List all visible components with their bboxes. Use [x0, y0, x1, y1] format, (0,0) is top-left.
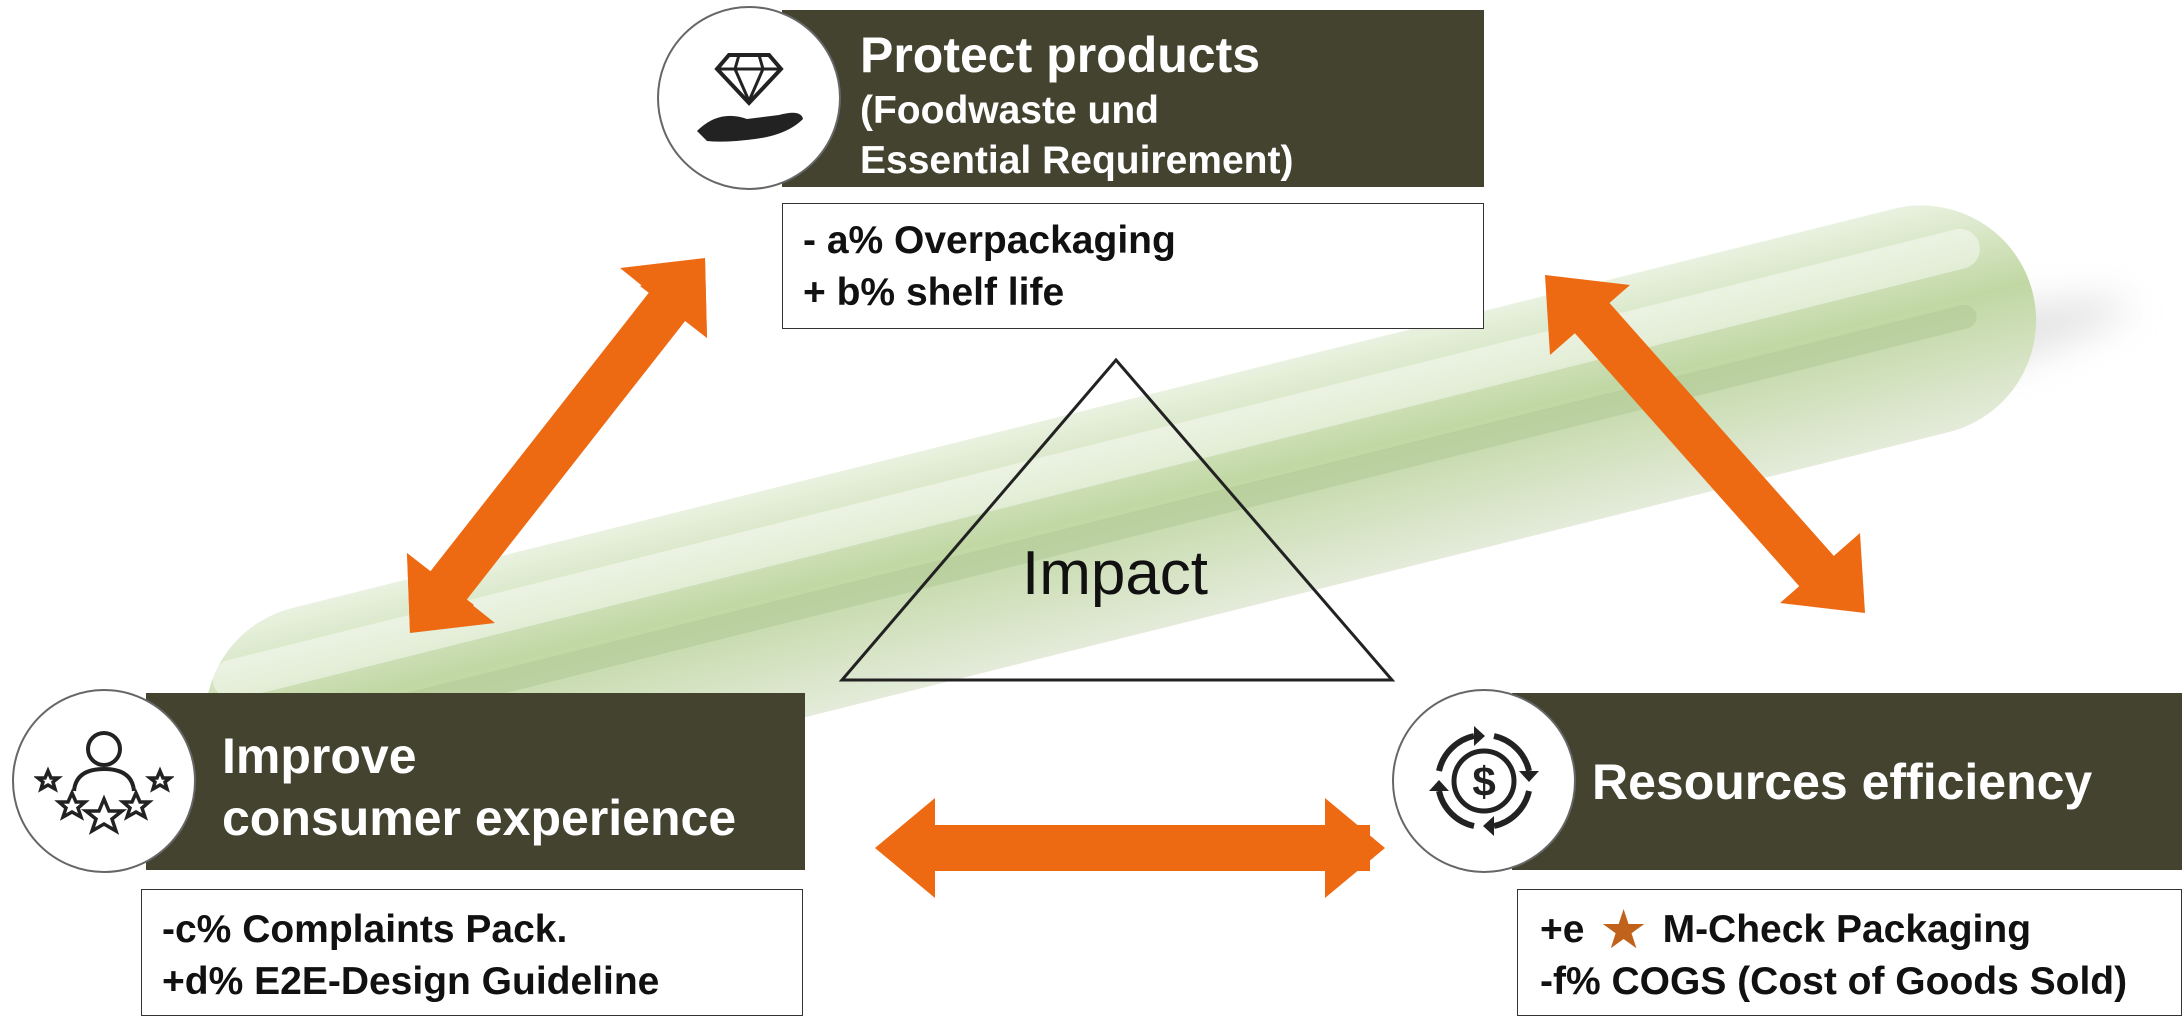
resources-efficiency-metrics: +e ★ M-Check Packaging -f% COGS (Cost of…: [1517, 889, 2182, 1016]
double-arrow-top-right: [1545, 275, 1865, 613]
protect-products-subtitle-line1: (Foodwaste und: [860, 89, 1159, 132]
consumer-experience-title-line1: Improve: [222, 728, 417, 784]
impact-triangle: [838, 357, 1396, 682]
metric-design-guideline: +d% E2E-Design Guideline: [162, 960, 660, 1003]
diamond-hand-icon: [657, 6, 841, 190]
metric-cogs: -f% COGS (Cost of Goods Sold): [1540, 960, 2128, 1003]
star-icon: ★: [1599, 900, 1648, 960]
double-arrow-bottom: [875, 798, 1385, 898]
consumer-experience-header: Improve consumer experience: [146, 693, 805, 870]
metric-shelf-life: + b% shelf life: [803, 271, 1065, 314]
resources-efficiency-header: Resources efficiency: [1512, 693, 2182, 870]
metric-m-check-label: M-Check Packaging: [1662, 908, 2032, 951]
protect-products-metrics: - a% Overpackaging + b% shelf life: [782, 203, 1484, 329]
metric-m-check-prefix: +e: [1540, 908, 1585, 951]
money-cycle-icon: $: [1392, 689, 1576, 873]
metric-m-check: +e ★ M-Check Packaging: [1540, 903, 2181, 957]
consumer-rating-icon: [12, 689, 196, 873]
double-arrow-top-left: [407, 258, 707, 633]
metric-overpackaging: - a% Overpackaging: [803, 219, 1176, 262]
protect-products-title: Protect products: [860, 27, 1261, 83]
consumer-experience-metrics: -c% Complaints Pack. +d% E2E-Design Guid…: [141, 889, 803, 1016]
protect-products-header: Protect products (Foodwaste und Essentia…: [782, 10, 1484, 187]
svg-text:$: $: [1472, 758, 1495, 805]
metric-complaints: -c% Complaints Pack.: [162, 908, 568, 951]
resources-efficiency-title: Resources efficiency: [1592, 753, 2093, 810]
impact-label: Impact: [1021, 539, 1209, 608]
consumer-experience-title-line2: consumer experience: [222, 790, 737, 846]
protect-products-subtitle-line2: Essential Requirement): [860, 139, 1294, 182]
